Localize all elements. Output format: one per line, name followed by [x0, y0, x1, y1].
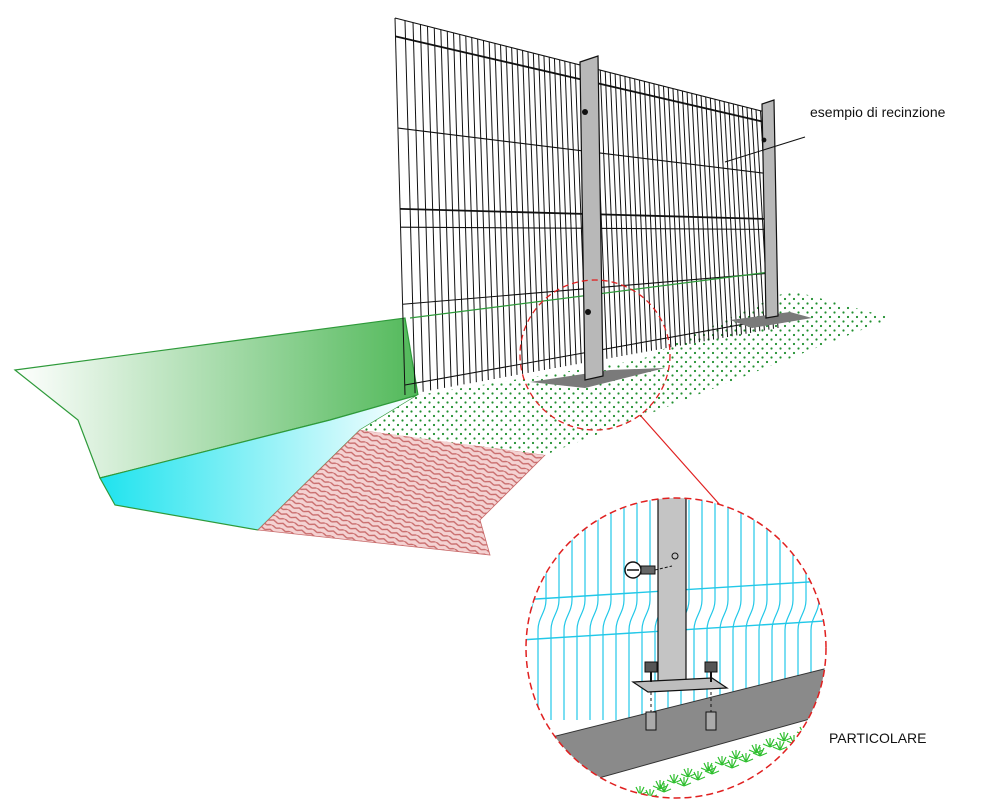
detail-grass-tuft — [772, 741, 788, 751]
mesh-vertical-wire — [446, 31, 459, 386]
bolt-icon — [761, 137, 767, 143]
anchor-screw-icon — [705, 711, 717, 731]
mesh-vertical-wire — [459, 34, 471, 384]
detail-base-plate — [631, 677, 729, 693]
mesh-vertical-wire — [433, 27, 446, 388]
detail-grass-tuft — [676, 777, 692, 787]
mesh-vertical-wire — [419, 24, 432, 391]
detail-grass-tuft — [632, 786, 648, 796]
detail-grass-tuft — [776, 732, 792, 742]
detail-source-circle — [519, 279, 671, 431]
mesh-vertical-wire — [412, 22, 424, 392]
mesh-vertical-wire — [453, 32, 465, 385]
fence-posts — [530, 55, 812, 388]
detail-grass-tuft — [680, 768, 696, 778]
terrain-section — [13, 290, 892, 556]
detail-vertical-wire — [615, 500, 625, 720]
detail-vertical-wire — [563, 500, 573, 720]
detail-vertical-wire — [745, 500, 755, 720]
detail-vertical-wire — [641, 500, 651, 720]
detail-vertical-wire — [719, 500, 729, 720]
mesh-vertical-wire — [538, 54, 551, 370]
fence-example-label: esempio di recinzione — [810, 104, 946, 120]
post-front — [579, 55, 604, 381]
mesh-vertical-wire — [505, 46, 518, 375]
anchor-screw-icon — [645, 711, 657, 731]
detail-vertical-wire — [576, 500, 586, 720]
mesh-vertical-wire — [477, 38, 489, 381]
detail-vertical-wire — [771, 500, 781, 720]
detail-grass — [632, 714, 849, 798]
bolt-icon — [585, 309, 591, 315]
nut-icon — [644, 661, 658, 682]
detail-grass-tuft — [835, 717, 849, 726]
detail-grass-tuft — [656, 783, 672, 793]
fence-leader-line — [724, 136, 806, 163]
detail-grass-tuft — [714, 756, 730, 766]
mesh-vertical-wire — [553, 58, 567, 367]
mesh-vertical-wire — [426, 26, 439, 390]
mesh-vertical-wire — [482, 40, 495, 379]
mesh-vertical-wire — [500, 44, 512, 376]
detail-vertical-wire — [602, 500, 612, 720]
mesh-vertical-wire — [527, 51, 540, 371]
bolt-icon — [582, 109, 588, 115]
base-plate-front — [530, 368, 665, 388]
bolt-icon — [624, 552, 679, 579]
detail-vertical-wire — [797, 500, 807, 720]
mesh-vertical-wire — [532, 53, 545, 370]
detail-grass-tuft — [762, 738, 778, 748]
detail-grass-tuft — [690, 771, 706, 781]
detail-grass-tuft — [824, 714, 826, 724]
detail-grass-tuft — [738, 753, 754, 763]
detail-grass-tuft — [728, 750, 744, 760]
nut-icon — [704, 661, 718, 682]
detail-vertical-wire — [706, 500, 716, 720]
detail-vertical-wire — [693, 500, 703, 720]
mesh-vertical-wire — [394, 17, 406, 396]
mesh-vertical-wire — [488, 41, 501, 378]
detail-connector-line — [639, 414, 721, 506]
detail-vertical-wire — [512, 500, 520, 720]
mesh-vertical-wire — [511, 47, 524, 374]
detail-grass-tuft — [642, 789, 658, 798]
mesh-vertical-wire — [471, 37, 483, 382]
detail-vertical-wire — [628, 500, 638, 720]
detail-concrete-band — [526, 659, 826, 798]
detail-vertical-wire — [758, 500, 768, 720]
detail-vertical-wire — [732, 500, 742, 720]
base-plate-back — [730, 312, 812, 328]
mesh-vertical-wire — [559, 59, 572, 366]
detail-post — [657, 498, 687, 686]
detail-vertical-wire — [550, 500, 560, 720]
detail-grass-tuft — [800, 729, 816, 739]
detail-grass-tuft — [752, 747, 768, 757]
detail-grass-tuft — [666, 774, 682, 784]
detail-grass-tuft — [704, 765, 720, 775]
detail-grass-tuft — [724, 759, 740, 769]
mesh-vertical-wire — [548, 57, 561, 368]
mesh-vertical-wire — [465, 35, 477, 383]
mesh-vertical-wire — [516, 49, 529, 373]
detail-vertical-wire — [589, 500, 599, 720]
mesh-vertical-wire — [522, 50, 535, 372]
detail-vertical-wire — [537, 500, 547, 720]
detail-grass-tuft — [810, 720, 826, 730]
mesh-vertical-wire — [494, 43, 507, 377]
detail-vertical-wire — [784, 500, 794, 720]
post-back — [761, 99, 779, 319]
detail-view — [512, 497, 849, 799]
detail-label: PARTICOLARE — [829, 730, 927, 746]
mesh-vertical-wire — [440, 29, 452, 387]
mesh-vertical-wire — [404, 20, 416, 394]
mesh-vertical-wire — [543, 55, 556, 369]
